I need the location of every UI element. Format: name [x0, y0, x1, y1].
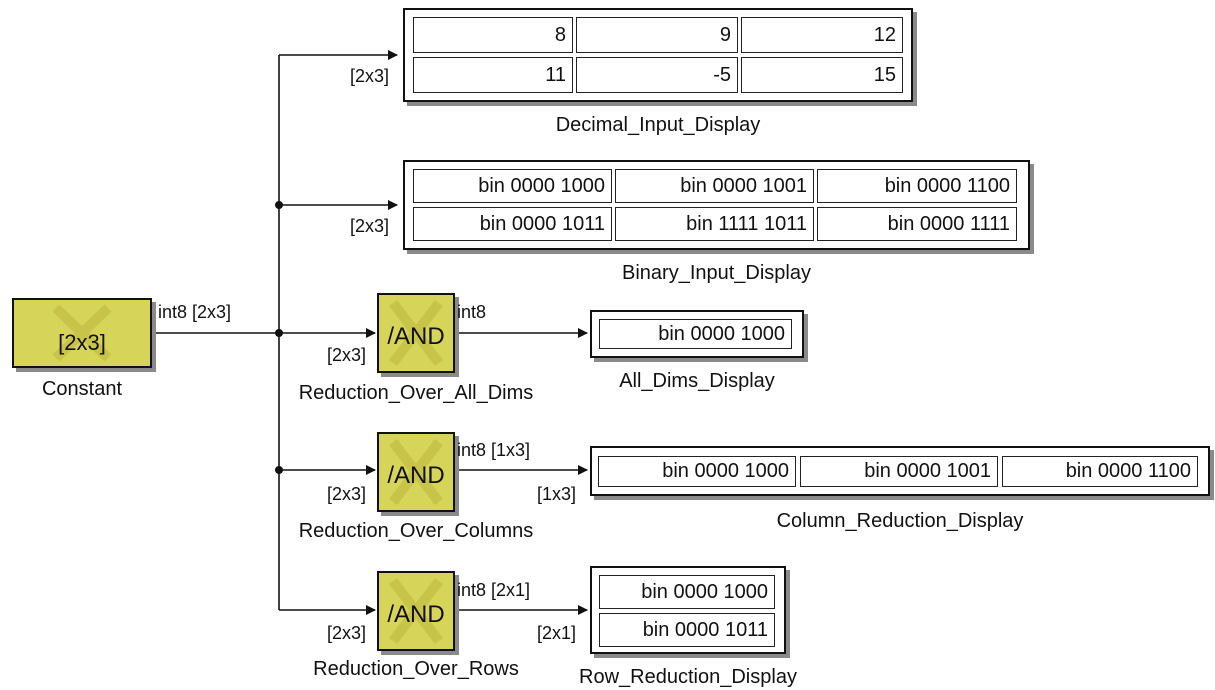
- constant-block[interactable]: [2x3]: [12, 298, 152, 368]
- branch-point: [275, 466, 283, 474]
- row-display-name: Row_Reduction_Display: [579, 666, 797, 688]
- reduction-rows-output-label: int8 [2x1]: [457, 580, 531, 600]
- display-cell: bin 0000 1100: [817, 169, 1017, 203]
- reduction-rows-block[interactable]: /AND: [377, 571, 455, 651]
- column-reduction-display[interactable]: bin 0000 1000 bin 0000 1001 bin 0000 110…: [590, 446, 1210, 496]
- reduction-cols-input-label: [2x3]: [327, 484, 367, 504]
- reduction-rows-name: Reduction_Over_Rows: [313, 658, 519, 680]
- reduction-cols-name: Reduction_Over_Columns: [298, 520, 534, 542]
- xilinx-logo-icon: [389, 299, 443, 367]
- all-dims-display[interactable]: bin 0000 1000: [590, 310, 804, 358]
- display-cell: 12: [741, 17, 903, 53]
- display-cell: bin 0000 1001: [615, 169, 814, 203]
- display-cell: 9: [576, 17, 738, 53]
- display-cell: 11: [413, 57, 573, 93]
- reduction-all-input-label: [2x3]: [327, 345, 367, 365]
- display-cell: 15: [741, 57, 903, 93]
- display-cell: bin 0000 1000: [413, 169, 612, 203]
- row-reduction-display[interactable]: bin 0000 1000 bin 0000 1011: [590, 566, 786, 654]
- reduction-all-output-label: int8: [457, 302, 487, 322]
- reduction-all-block[interactable]: /AND: [377, 293, 455, 373]
- all-dims-display-name: All_Dims_Display: [619, 370, 775, 392]
- column-display-name: Column_Reduction_Display: [776, 510, 1024, 532]
- display-cell: bin 0000 1000: [599, 575, 775, 609]
- reduction-operator: /AND: [387, 462, 445, 489]
- display-cell: bin 0000 1011: [599, 613, 775, 647]
- constant-output-label: int8 [2x3]: [158, 302, 232, 322]
- display-cell: bin 1111 1011: [615, 207, 814, 241]
- xilinx-logo-icon: [389, 577, 443, 645]
- reduction-operator: /AND: [387, 323, 445, 350]
- reduction-cols-block[interactable]: /AND: [377, 432, 455, 512]
- constant-value: [2x3]: [58, 330, 106, 355]
- constant-block-name: Constant: [41, 378, 123, 400]
- reduction-cols-output-label: int8 [1x3]: [457, 440, 531, 460]
- decimal-display-name: Decimal_Input_Display: [555, 114, 761, 136]
- xilinx-logo-icon: [389, 438, 443, 506]
- reduction-all-name: Reduction_Over_All_Dims: [298, 382, 534, 404]
- display-cell: 8: [413, 17, 573, 53]
- display-cell: bin 0000 1011: [413, 207, 612, 241]
- reduction-operator: /AND: [387, 601, 445, 628]
- branch-point: [275, 329, 283, 337]
- binary-display-input-label: [2x3]: [350, 216, 390, 236]
- display-cell: bin 0000 1111: [817, 207, 1017, 241]
- binary-display-name: Binary_Input_Display: [622, 262, 811, 284]
- decimal-input-display[interactable]: 8 9 12 11 -5 15: [403, 8, 913, 102]
- display-cell: bin 0000 1000: [599, 319, 792, 349]
- column-display-input-label: [1x3]: [537, 484, 577, 504]
- xilinx-logo-icon: [52, 304, 112, 362]
- display-cell: bin 0000 1100: [1002, 456, 1198, 487]
- binary-input-display[interactable]: bin 0000 1000 bin 0000 1001 bin 0000 110…: [403, 160, 1030, 250]
- row-display-input-label: [2x1]: [537, 623, 577, 643]
- reduction-rows-input-label: [2x3]: [327, 623, 367, 643]
- branch-point: [275, 201, 283, 209]
- decimal-display-input-label: [2x3]: [350, 66, 390, 86]
- display-cell: bin 0000 1001: [800, 456, 998, 487]
- display-cell: -5: [576, 57, 738, 93]
- display-cell: bin 0000 1000: [598, 456, 796, 487]
